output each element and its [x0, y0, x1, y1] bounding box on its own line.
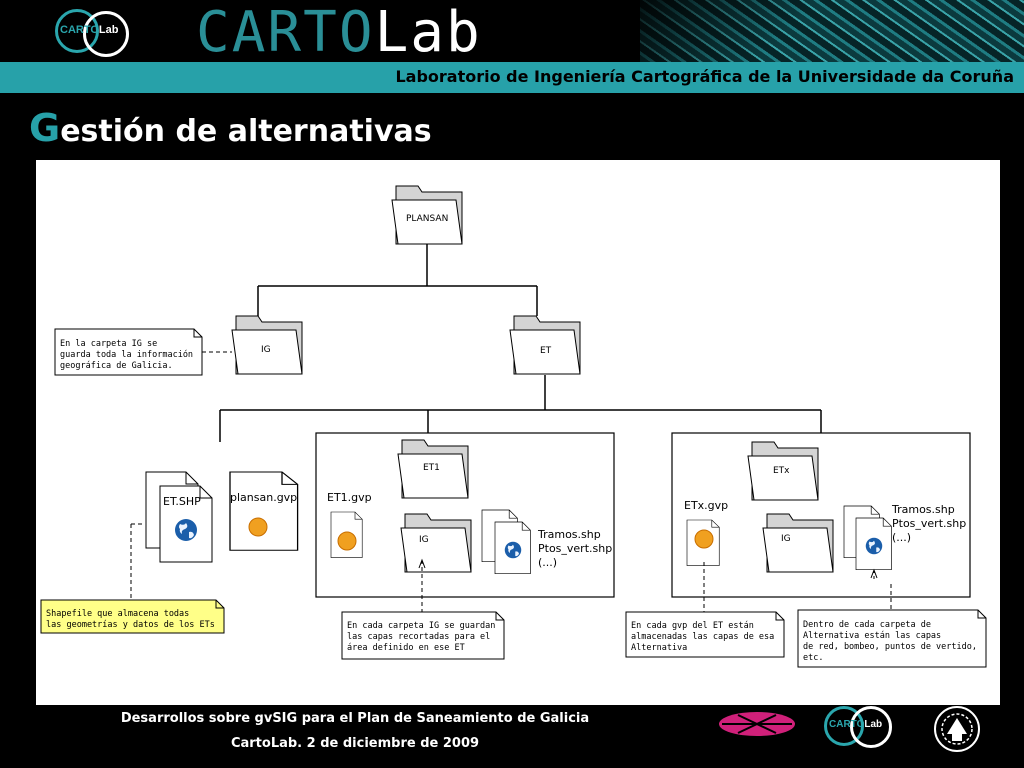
ig-note-line1: En la carpeta IG se — [60, 339, 157, 349]
alt-note-line1: Dentro de cada carpeta de — [803, 620, 931, 630]
logo-ring-white — [83, 11, 129, 57]
et1-tramos-line1: Tramos.shp — [537, 528, 601, 541]
etx-tramos-line1: Tramos.shp — [891, 503, 955, 516]
subtitle-band: Laboratorio de Ingeniería Cartográfica d… — [0, 62, 1024, 93]
alt-note-line3: de red, bombeo, puntos de vertido, — [803, 642, 977, 652]
gvp-note: En cada gvp del ET están almacenadas las… — [625, 562, 785, 658]
ig-et-note: En cada carpeta IG se guardan las capas … — [341, 558, 505, 660]
gvp-note-line1: En cada gvp del ET están — [631, 621, 754, 631]
connector-lines — [219, 244, 822, 442]
footer-logo-text: CARTOLab — [829, 719, 883, 730]
ig-et-note-line3: área definido en ese ET — [347, 643, 465, 653]
alternative-note: Dentro de cada carpeta de Alternativa es… — [797, 568, 987, 668]
plansan-gvp-file-icon[interactable] — [229, 471, 299, 551]
et1-tramos-line3: (...) — [538, 556, 557, 569]
brand-part-b: Lab — [374, 0, 482, 65]
ig-note-line3: geográfica de Galicia. — [60, 361, 173, 371]
gvp-note-line3: Alternativa — [631, 643, 687, 653]
footer-line2: CartoLab. 2 de diciembre de 2009 — [230, 736, 480, 751]
et-folder-icon[interactable] — [509, 315, 581, 375]
et1-tramos-line2: Ptos_vert.shp — [538, 542, 612, 555]
xunta-logo — [719, 712, 795, 736]
folder-tree-diagram: PLANSAN IG ET ET1 IG ETx IG ET.SHP plans… — [40, 185, 987, 668]
lab-subtitle: Laboratorio de Ingeniería Cartográfica d… — [395, 67, 1014, 86]
ig-etx-label: IG — [781, 534, 791, 544]
ig-et1-folder-icon[interactable] — [400, 513, 472, 573]
ig-note-line2: guarda toda la información — [60, 349, 193, 360]
et1-tramos-globe-icon — [504, 541, 522, 559]
footer-logo-ring-white — [850, 706, 892, 748]
et1-container — [315, 432, 615, 598]
cartolab-logo: CARTOLab — [55, 7, 131, 57]
plansan-gvp-label: plansan.gvp — [230, 491, 297, 504]
ig-et1-label: IG — [419, 535, 429, 545]
et-shp-globe-icon — [175, 519, 197, 541]
slide-title: Gestión de alternativas — [29, 106, 432, 150]
et1-folder-label: ET1 — [423, 463, 440, 473]
et-shp-label: ET.SHP — [163, 495, 201, 508]
ig-note: En la carpeta IG se guarda toda la infor… — [54, 328, 232, 376]
ig-et-note-line2: las capas recortadas para el — [347, 632, 490, 642]
alt-note-line2: Alternativa están las capas — [803, 631, 941, 641]
etx-folder-label: ETx — [773, 466, 790, 476]
shapefile-note-line1: Shapefile que almacena todas — [46, 609, 189, 619]
title-rest: estión de alternativas — [60, 114, 432, 149]
gvp-note-line2: almacenadas las capas de esa — [631, 632, 774, 642]
shapefile-note: Shapefile que almacena todas las geometr… — [40, 523, 225, 634]
ig-top-label: IG — [261, 345, 271, 355]
alt-note-line4: etc. — [803, 653, 823, 663]
ig-et-note-line1: En cada carpeta IG se guardan — [347, 621, 495, 631]
footer-line1: Desarrollos sobre gvSIG para el Plan de … — [120, 711, 590, 726]
plansan-label: PLANSAN — [406, 214, 448, 224]
brand-part-a: CARTO — [196, 0, 375, 65]
ig-etx-folder-icon[interactable] — [762, 513, 834, 573]
etx-gvp-label: ETx.gvp — [684, 499, 728, 512]
cartolab-footer-logo: CARTOLab — [824, 704, 900, 748]
et-label: ET — [540, 346, 552, 356]
etx-tramos-globe-icon — [865, 537, 883, 555]
header-texture — [640, 0, 1024, 62]
etx-sig-icon — [694, 529, 714, 549]
logo-text: CARTOLab — [60, 24, 119, 36]
etx-tramos-line2: Ptos_vert.shp — [892, 517, 966, 530]
et1-gvp-label: ET1.gvp — [327, 491, 372, 504]
diagram-canvas: PLANSAN IG ET ET1 IG ETx IG ET.SHP plans… — [36, 160, 1000, 705]
university-seal-icon — [934, 706, 980, 752]
shapefile-note-line2: las geometrías y datos de los ETs — [46, 620, 215, 630]
title-initial: G — [29, 106, 61, 150]
etx-container — [671, 432, 971, 598]
et1-sig-icon — [337, 531, 357, 551]
etx-tramos-line3: (...) — [892, 531, 911, 544]
plansan-sig-icon — [248, 517, 268, 537]
